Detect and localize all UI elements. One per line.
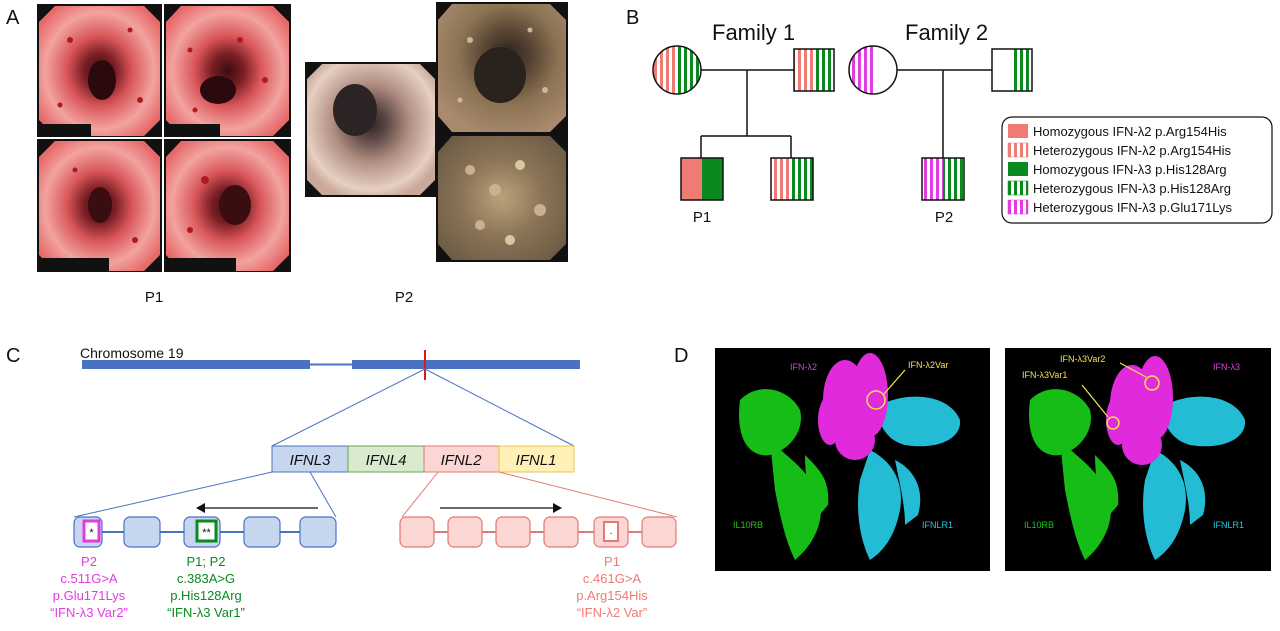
left-ifnlr1-label: IFNLR1: [922, 520, 953, 530]
panel-d: D IFN-λ2: [674, 345, 1271, 571]
family2-p2: [921, 157, 965, 201]
left-il10rb-label: IL10RB: [733, 520, 763, 530]
svg-text:c.383A>G: c.383A>G: [177, 571, 235, 586]
family2-mother: [848, 45, 898, 95]
right-ifnlr1-label: IFNLR1: [1213, 520, 1244, 530]
legend-item-1: Homozygous IFN-λ2 p.Arg154His: [1008, 124, 1227, 139]
svg-text:c.511G>A: c.511G>A: [60, 571, 118, 586]
svg-text:“IFN-λ2 Var”: “IFN-λ2 Var”: [577, 605, 648, 620]
structure-left-ifnl2-complex: IFN-λ2 IFN-λ2Var IL10RB IFNLR1: [715, 348, 990, 571]
right-variant1-circle: [1106, 416, 1120, 430]
ifnl2-exon-2: [447, 516, 483, 548]
ifnl2-exon-model: .: [399, 503, 677, 548]
panel-b: B Family 1 Family 2: [626, 7, 1273, 226]
ifnl3-exon-1: *: [73, 516, 103, 548]
right-variant2-label: IFN-λ3Var2: [1060, 354, 1105, 364]
gene-track: IFNL3 IFNL4 IFNL2 IFNL1: [271, 445, 575, 473]
panel-c-letter: C: [6, 345, 20, 367]
family1-p1: [680, 157, 724, 201]
legend-item-2: Heterozygous IFN-λ2 p.Arg154His: [1007, 142, 1231, 158]
p2-frame-bottom-right: [436, 134, 568, 262]
exon-mark-star: *: [89, 527, 94, 539]
svg-text:Heterozygous IFN-λ2 p.Arg154Hi: Heterozygous IFN-λ2 p.Arg154His: [1033, 143, 1231, 158]
family1-title: Family 1: [712, 20, 795, 45]
pedigree-p1-label: P1: [693, 209, 711, 226]
gene-ifnl2: IFNL2: [441, 452, 483, 469]
family1-father: [793, 48, 835, 92]
panel-c: C Chromosome 19 IFNL3 IFNL4 IFNL2 IFNL1: [6, 345, 678, 620]
variant-label-ifnl3-var1: P1; P2 c.383A>G p.His128Arg “IFN-λ3 Var1…: [167, 554, 245, 620]
legend-item-5: Heterozygous IFN-λ3 p.Glu171Lys: [1007, 199, 1232, 215]
svg-text:p.Arg154His: p.Arg154His: [576, 588, 648, 603]
family1-mother: [652, 45, 702, 95]
p2-frame-left: [305, 62, 437, 197]
exon-mark-double-star: **: [202, 527, 211, 539]
svg-text:P1: P1: [604, 554, 620, 569]
ifnl3-exon-5: [299, 516, 337, 548]
right-variant1-label: IFN-λ3Var1: [1022, 370, 1067, 380]
left-variant-label: IFN-λ2Var: [908, 360, 948, 370]
svg-text:“IFN-λ3 Var2”: “IFN-λ3 Var2”: [50, 605, 128, 620]
panel-a-p1-label: P1: [145, 289, 163, 306]
panel-a-letter: A: [6, 7, 20, 29]
panel-b-letter: B: [626, 7, 639, 29]
panel-a-p2-label: P2: [395, 289, 413, 306]
ifnl2-exon-1: [399, 516, 435, 548]
chromosome-19-bar: [82, 350, 580, 380]
chromosome-label: Chromosome 19: [80, 345, 184, 361]
panel-d-letter: D: [674, 345, 688, 367]
ifnl3-exon-4: [243, 516, 281, 548]
p1-frame-bottom-left: [37, 139, 162, 272]
legend-item-3: Homozygous IFN-λ3 p.His128Arg: [1008, 162, 1227, 177]
svg-text:P2: P2: [81, 554, 97, 569]
p1-endoscopy-image: [37, 4, 291, 272]
pedigree-p2-label: P2: [935, 209, 953, 226]
svg-text:c.461G>A: c.461G>A: [583, 571, 642, 586]
ifnl2-exon-6: [641, 516, 677, 548]
left-ligand-label: IFN-λ2: [790, 362, 817, 372]
ifnl2-direction-arrow: [553, 503, 562, 513]
right-variant2-circle: [1144, 375, 1160, 391]
family2-father: [991, 48, 1033, 92]
family1-pedigree: P1: [652, 45, 835, 226]
svg-text:Homozygous IFN-λ2 p.Arg154His: Homozygous IFN-λ2 p.Arg154His: [1033, 124, 1227, 139]
ifnl2-exon-3: [495, 516, 531, 548]
svg-text:Heterozygous IFN-λ3 p.His128Ar: Heterozygous IFN-λ3 p.His128Arg: [1033, 181, 1231, 196]
family1-sibling: [770, 157, 814, 201]
exon-mark-dot: .: [610, 526, 613, 537]
right-il10rb-label: IL10RB: [1024, 520, 1054, 530]
svg-text:p.His128Arg: p.His128Arg: [170, 588, 242, 603]
svg-text:p.Glu171Lys: p.Glu171Lys: [53, 588, 126, 603]
ifnl3-exon-model: * **: [73, 503, 337, 548]
p1-frame-top-right: [164, 4, 291, 137]
svg-text:Heterozygous IFN-λ3 p.Glu171Ly: Heterozygous IFN-λ3 p.Glu171Lys: [1033, 200, 1232, 215]
variant-label-ifnl2-var: P1 c.461G>A p.Arg154His “IFN-λ2 Var”: [576, 554, 648, 620]
ifnl3-direction-arrow: [196, 503, 205, 513]
pedigree-legend: Homozygous IFN-λ2 p.Arg154His Heterozygo…: [1001, 116, 1273, 224]
right-ligand-label: IFN-λ3: [1213, 362, 1240, 372]
gene-ifnl1: IFNL1: [516, 452, 557, 469]
svg-text:P1; P2: P1; P2: [186, 554, 225, 569]
panel-a: A: [6, 2, 568, 306]
p2-frame-top-right: [436, 2, 568, 134]
p1-frame-bottom-right: [164, 139, 291, 272]
p1-frame-top-left: [37, 4, 162, 137]
ifnl2-exon-4: [543, 516, 579, 548]
ifnl3-exon-3: **: [183, 516, 221, 548]
svg-text:“IFN-λ3 Var1”: “IFN-λ3 Var1”: [167, 605, 245, 620]
p2-endoscopy-image: [305, 2, 568, 262]
structure-right-ifnl3-complex: IFN-λ3Var2 IFN-λ3Var1 IFN-λ3 IL10RB IFNL…: [1005, 348, 1271, 571]
left-variant-circle: [866, 390, 886, 410]
gene-ifnl4: IFNL4: [366, 452, 407, 469]
legend-item-4: Heterozygous IFN-λ3 p.His128Arg: [1007, 180, 1231, 196]
ifnl2-exon-5: .: [593, 516, 629, 548]
family2-title: Family 2: [905, 20, 988, 45]
variant-label-ifnl3-var2: P2 c.511G>A p.Glu171Lys “IFN-λ3 Var2”: [50, 554, 128, 620]
svg-text:Homozygous IFN-λ3 p.His128Arg: Homozygous IFN-λ3 p.His128Arg: [1033, 162, 1227, 177]
ifnl3-exon-2: [123, 516, 161, 548]
gene-ifnl3: IFNL3: [290, 452, 332, 469]
